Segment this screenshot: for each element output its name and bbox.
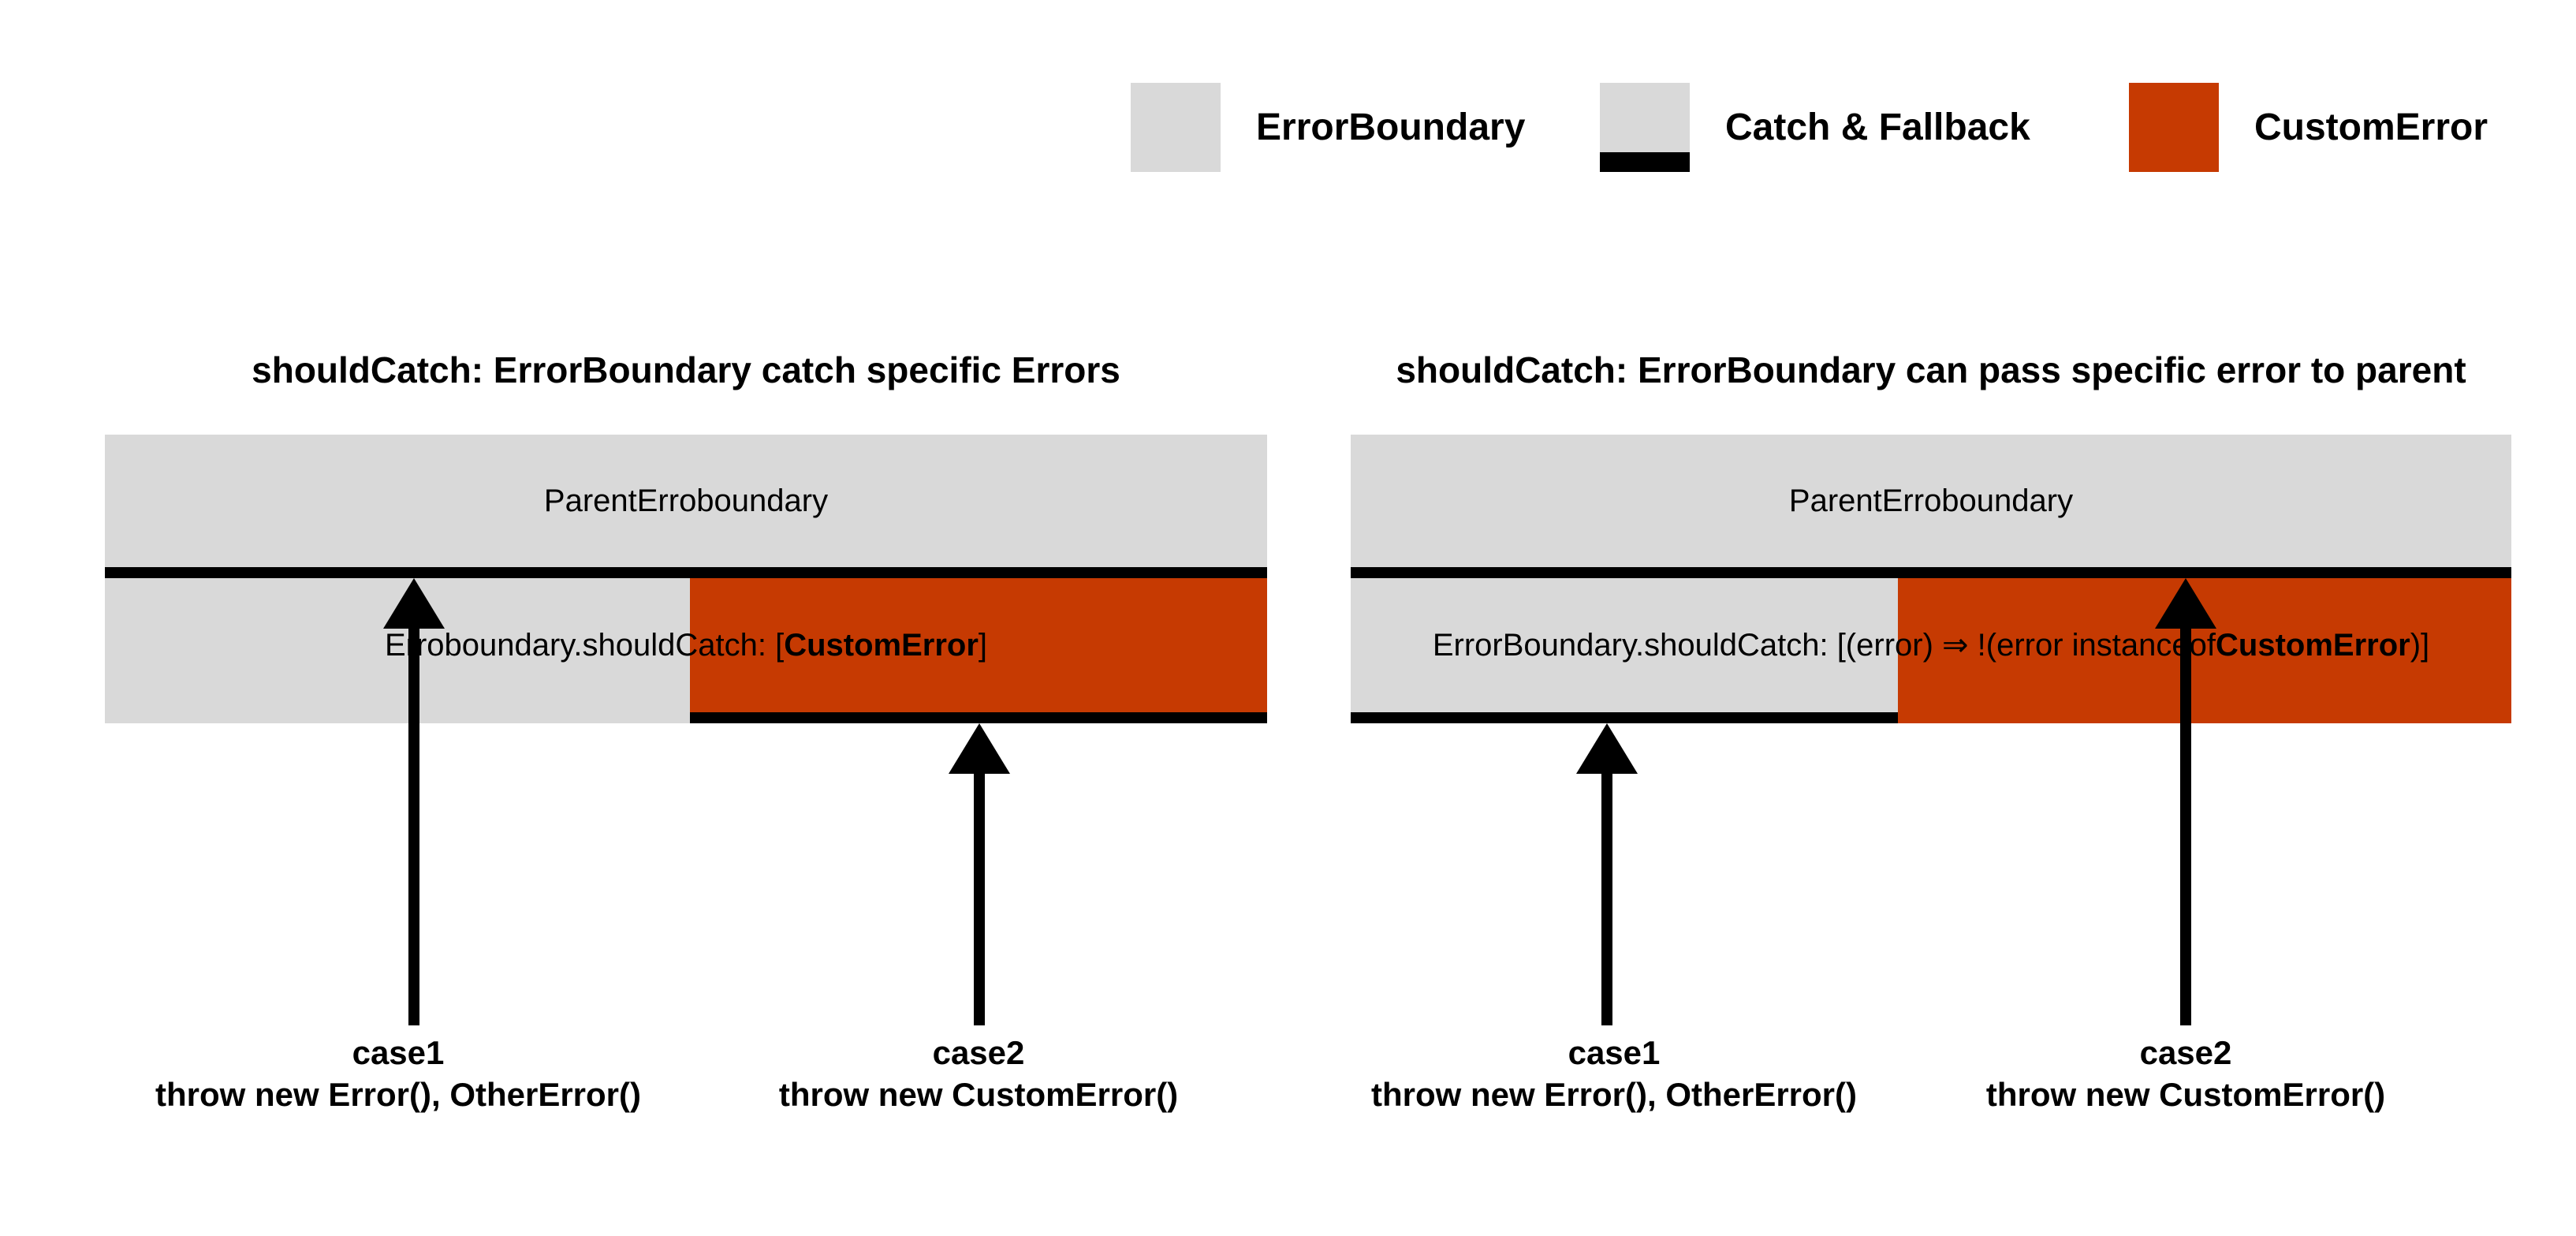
errorboundary-swatch-icon [1131, 83, 1221, 172]
arrow-shaft [1601, 774, 1612, 1025]
right-case2-arrow-icon [2155, 578, 2216, 1025]
right-case2-label: case2 throw new CustomError() [1831, 1032, 2541, 1115]
left-case1-label: case1 throw new Error(), OtherError() [43, 1032, 753, 1115]
legend-item-errorboundary: ErrorBoundary [1131, 83, 1525, 172]
legend-label-catch-fallback: Catch & Fallback [1725, 106, 2030, 148]
left-child-errorboundary-box: Erroboundary.shouldCatch: [CustomError] [105, 578, 1267, 723]
left-case1-arrow-icon [383, 578, 445, 1025]
arrow-shaft [2180, 629, 2191, 1025]
left-parent-errorboundary-label: ParentErroboundary [543, 483, 829, 518]
arrowhead-icon [1576, 723, 1638, 774]
right-child-errorboundary-box: ErrorBoundary.shouldCatch: [(error) ⇒ !(… [1351, 578, 2511, 723]
catch-fallback-swatch-icon [1600, 83, 1690, 172]
legend-label-customerror: CustomError [2254, 106, 2488, 148]
right-parent-errorboundary-box: ParentErroboundary [1351, 435, 2511, 578]
case-code: throw new CustomError() [778, 1076, 1179, 1113]
left-case2-label: case2 throw new CustomError() [624, 1032, 1333, 1115]
legend-label-errorboundary: ErrorBoundary [1256, 106, 1526, 148]
arrow-shaft [408, 629, 419, 1025]
case-name: case1 [352, 1034, 445, 1071]
right-case1-arrow-icon [1576, 723, 1638, 1025]
case-code: throw new CustomError() [1985, 1076, 2386, 1113]
case-name: case2 [2139, 1034, 2232, 1071]
case-name: case2 [932, 1034, 1025, 1071]
right-parent-errorboundary-label: ParentErroboundary [1788, 483, 2074, 518]
legend-item-catch-fallback: Catch & Fallback [1600, 83, 2030, 172]
right-diagram-title: shouldCatch: ErrorBoundary can pass spec… [1396, 349, 2466, 390]
left-parent-errorboundary-box: ParentErroboundary [105, 435, 1267, 578]
right-child-catch-region [1351, 578, 1898, 723]
legend-item-customerror: CustomError [2129, 83, 2488, 172]
right-child-shouldcatch-label: ErrorBoundary.shouldCatch: [(error) ⇒ !(… [1432, 627, 2430, 663]
arrowhead-icon [949, 723, 1010, 774]
arrow-shaft [974, 774, 985, 1025]
right-case1-label: case1 throw new Error(), OtherError() [1259, 1032, 1969, 1115]
arrowhead-icon [2155, 578, 2216, 629]
case-code: throw new Error(), OtherError() [1370, 1076, 1858, 1113]
left-child-shouldcatch-label: Erroboundary.shouldCatch: [CustomError] [384, 627, 988, 663]
customerror-swatch-icon [2129, 83, 2219, 172]
left-child-catch-region [690, 578, 1267, 723]
left-diagram-title: shouldCatch: ErrorBoundary catch specifi… [252, 349, 1120, 390]
left-case2-arrow-icon [949, 723, 1010, 1025]
case-name: case1 [1568, 1034, 1661, 1071]
arrowhead-icon [383, 578, 445, 629]
case-code: throw new Error(), OtherError() [155, 1076, 642, 1113]
